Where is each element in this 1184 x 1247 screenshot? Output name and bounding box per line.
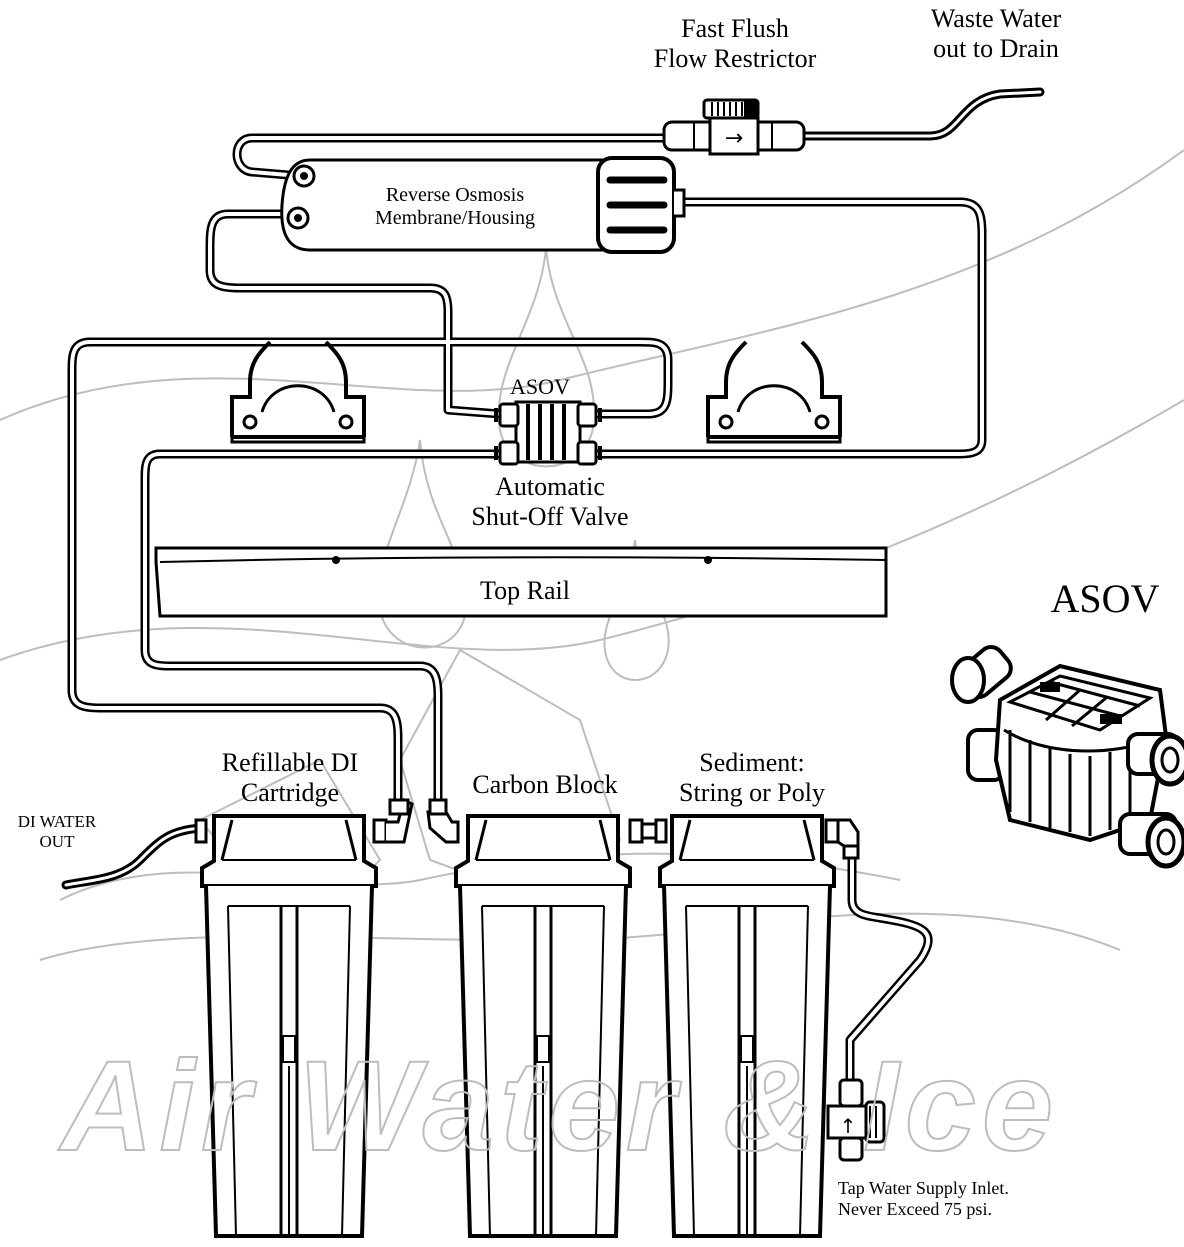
label-waste-water: Waste Water out to Drain (930, 4, 1062, 63)
ro-membrane-housing (280, 156, 686, 254)
label-ro-membrane: Reverse Osmosis Membrane/Housing (375, 184, 535, 229)
label-di-water-out: DI WATER OUT (17, 812, 97, 851)
label-carbon-block: Carbon Block (472, 770, 618, 799)
clip-bracket-left (230, 340, 366, 444)
flow-restrictor: → (662, 98, 806, 156)
top-rail (154, 546, 888, 618)
label-tap-water-inlet: Tap Water Supply Inlet. Never Exceed 75 … (838, 1178, 1009, 1219)
asov-valve (494, 400, 602, 466)
canister-fittings (194, 797, 860, 860)
label-fast-flush: Fast Flush Flow Restrictor (653, 14, 817, 73)
label-di-cartridge: Refillable DI Cartridge (221, 748, 359, 807)
tubing (61, 87, 1045, 1095)
label-asov-desc: Automatic Shut-Off Valve (471, 472, 629, 531)
clip-bracket-right (706, 340, 842, 444)
inlet-arrow-icon: ↑ (840, 1114, 857, 1138)
inlet-valve: ↑ (826, 1078, 886, 1162)
asov-detail-illustration (950, 645, 1184, 869)
label-asov-large: ASOV (1050, 576, 1160, 621)
label-sediment: Sediment: String or Poly (679, 748, 825, 807)
label-top-rail: Top Rail (480, 576, 570, 605)
watermark-text: Air Water & Ice (58, 1035, 1059, 1178)
restrictor-arrow-icon: → (725, 126, 743, 151)
label-asov-small: ASOV (510, 374, 570, 399)
